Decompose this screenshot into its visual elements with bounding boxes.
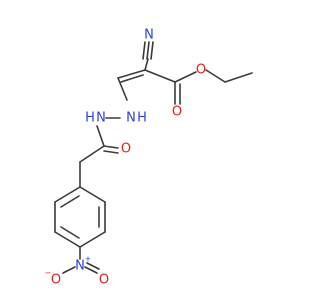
hydrazine-hydrogen-1-label: H [137, 111, 147, 126]
structure-diagram: N O O N H H N O N + O − O [45, 28, 253, 288]
nitro-oxygen-left-label: O [51, 273, 61, 288]
molecule-canvas: N O O N H H N O N + O − O [45, 28, 253, 288]
nitro-plus-charge: + [85, 255, 92, 264]
hydrazine-nitrogen-2-label: N [96, 111, 106, 126]
nitro-nitrogen-label: N [75, 259, 85, 274]
nitro-oxygen-minus-charge: − [45, 269, 52, 278]
atom-labels: N O O N H H N O N + O − O [45, 28, 206, 288]
ester-carbonyl-oxygen-label: O [172, 105, 182, 120]
bonds [54, 41, 253, 274]
ester-oxygen-label: O [196, 63, 206, 78]
nitrile-nitrogen-label: N [144, 28, 154, 43]
amide-oxygen-label: O [121, 142, 131, 157]
hydrazine-hydrogen-2-label: H [85, 111, 95, 126]
nitro-oxygen-right-label: O [99, 273, 109, 288]
hydrazine-nitrogen-1-label: N [126, 111, 136, 126]
